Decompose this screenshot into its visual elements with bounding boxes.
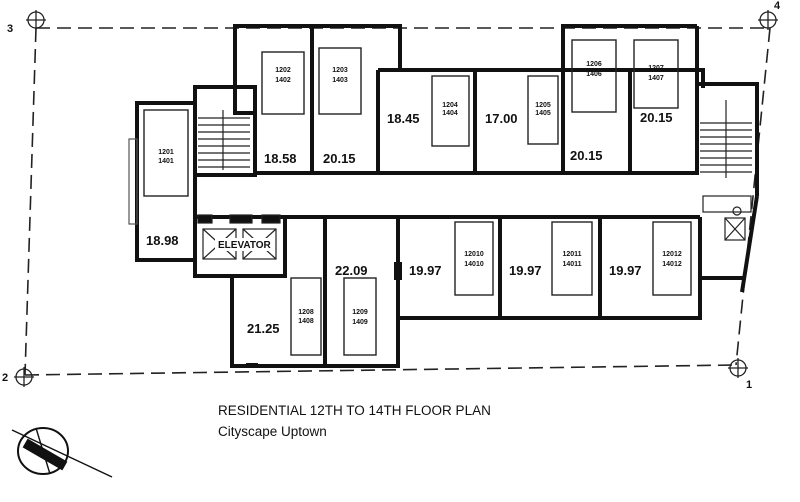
building-walls <box>135 24 759 368</box>
unit-number-1405: 1405 <box>535 110 551 117</box>
grid-label-3: 3 <box>7 23 13 35</box>
unit-number-1403: 1403 <box>332 77 348 84</box>
area-1207: 20.15 <box>640 110 673 125</box>
unit-number-1409: 1409 <box>352 319 368 326</box>
unit-areas: 18.98 18.58 20.15 18.45 17.00 20.15 20.1… <box>146 110 673 336</box>
area-1204: 18.45 <box>387 111 420 126</box>
unit-number-1207: 1207 <box>648 65 664 72</box>
grid-label-2: 2 <box>2 372 8 384</box>
unit-number-14012: 14012 <box>662 261 682 268</box>
unit-number-12010: 12010 <box>464 251 484 258</box>
area-1206: 20.15 <box>570 148 603 163</box>
grid-label-4: 4 <box>774 0 781 12</box>
unit-number-1204: 1204 <box>442 102 458 109</box>
unit-number-1202: 1202 <box>275 67 291 74</box>
grid-label-1: 1 <box>746 379 752 391</box>
unit-number-1408: 1408 <box>298 318 314 325</box>
beds <box>143 39 692 356</box>
area-1202: 18.58 <box>264 151 297 166</box>
area-12011: 19.97 <box>509 263 542 278</box>
area-12010: 19.97 <box>409 263 442 278</box>
unit-number-14010: 14010 <box>464 261 484 268</box>
unit-number-1407: 1407 <box>648 75 664 82</box>
unit-number-1206: 1206 <box>586 61 602 68</box>
unit-number-1402: 1402 <box>275 77 291 84</box>
door-mark <box>394 262 402 280</box>
plan-title: RESIDENTIAL 12TH TO 14TH FLOOR PLAN <box>218 403 491 418</box>
north-arrow-icon <box>11 427 113 478</box>
area-1201: 18.98 <box>146 233 179 248</box>
area-1205: 17.00 <box>485 111 518 126</box>
unit-number-1203: 1203 <box>332 67 348 74</box>
unit-number-1406: 1406 <box>586 71 602 78</box>
unit-numbers: 1201 1401 1202 1402 1203 1403 1204 1404 … <box>158 61 682 326</box>
unit-number-1209: 1209 <box>352 309 368 316</box>
area-1209: 22.09 <box>335 263 368 278</box>
elevator-cars <box>197 214 281 260</box>
stair-right <box>700 100 752 241</box>
unit-number-1208: 1208 <box>298 309 314 316</box>
area-12012: 19.97 <box>609 263 642 278</box>
unit-number-1401: 1401 <box>158 158 174 165</box>
area-1203: 20.15 <box>323 151 356 166</box>
elevator-label: ELEVATOR <box>218 240 272 251</box>
unit-number-14011: 14011 <box>562 261 581 268</box>
plan-subtitle: Cityscape Uptown <box>218 424 327 439</box>
window-strip <box>128 138 138 225</box>
door-mark <box>246 363 258 368</box>
unit-number-12011: 12011 <box>562 251 581 258</box>
unit-number-1205: 1205 <box>535 102 551 109</box>
unit-number-12012: 12012 <box>662 251 682 258</box>
area-1208: 21.25 <box>247 321 280 336</box>
unit-number-1404: 1404 <box>442 110 458 117</box>
unit-number-1201: 1201 <box>158 149 174 156</box>
grid-markers <box>14 10 778 387</box>
stair-left <box>198 110 250 170</box>
elevator-label-bg <box>215 238 269 251</box>
